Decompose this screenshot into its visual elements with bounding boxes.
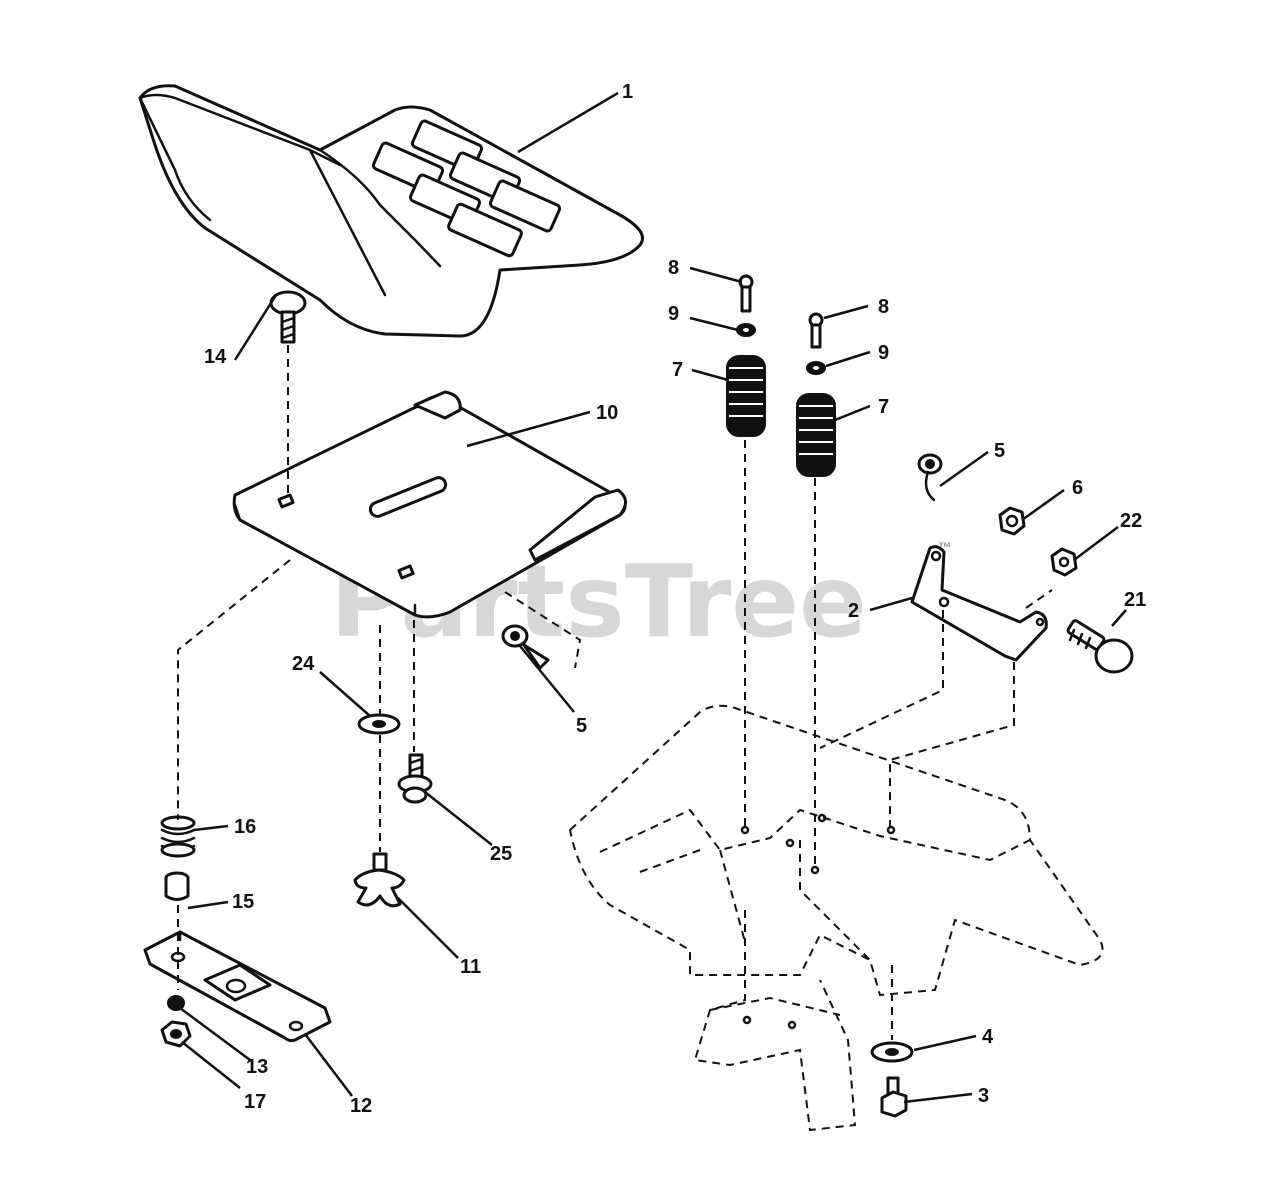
callout-11: 11: [460, 956, 481, 978]
callout-7-right: 7: [878, 396, 889, 418]
callout-3: 3: [978, 1085, 989, 1107]
spring-bolt-left[interactable]: [738, 274, 754, 313]
callout-13: 13: [246, 1056, 268, 1078]
callout-12: 12: [350, 1095, 372, 1117]
pivot-bracket[interactable]: [910, 545, 1048, 662]
callout-9-right: 9: [878, 342, 889, 364]
carriage-bolt[interactable]: [269, 290, 307, 344]
hex-nut[interactable]: [998, 506, 1026, 536]
callout-14: 14: [204, 346, 227, 368]
callout-22: 22: [1120, 510, 1142, 532]
seat-cushion-pads: [371, 119, 562, 258]
callout-8-right: 8: [878, 296, 889, 318]
frame-washer[interactable]: [870, 1041, 914, 1063]
washer-left[interactable]: [736, 323, 756, 337]
callout-5-upper: 5: [994, 440, 1005, 462]
callout-9-left: 9: [668, 303, 679, 325]
callout-25: 25: [490, 843, 512, 865]
tractor-frame-reference: [568, 704, 1104, 1132]
seat-pan[interactable]: [232, 390, 627, 619]
callout-6: 6: [1072, 477, 1083, 499]
seat-adjust-knob[interactable]: [353, 852, 406, 908]
flange-nut[interactable]: [160, 1020, 192, 1048]
lock-nut[interactable]: [1050, 547, 1078, 577]
callout-21: 21: [1124, 589, 1146, 611]
callout-24: 24: [292, 653, 315, 675]
hairpin-clip-lower[interactable]: [501, 624, 550, 670]
callout-8-left: 8: [668, 257, 679, 279]
shoulder-bolt[interactable]: [397, 753, 433, 804]
spacer-bushing[interactable]: [164, 871, 190, 901]
washer-right[interactable]: [806, 361, 826, 375]
callout-1: 1: [622, 81, 633, 103]
seat-slide-rail[interactable]: [143, 930, 332, 1043]
compression-spring[interactable]: [160, 815, 196, 858]
spring-bolt-right[interactable]: [808, 312, 824, 349]
callouts: 1 14 10 8 9 7 8 9 7 5 6 22 2 21 5 24 25 …: [204, 81, 1146, 1117]
callout-15: 15: [232, 891, 254, 913]
assembly-lines: [177, 345, 1053, 1040]
callout-16: 16: [234, 816, 256, 838]
callout-4: 4: [982, 1026, 994, 1048]
hex-bolt[interactable]: [880, 1076, 908, 1118]
hex-nut-small[interactable]: [167, 995, 185, 1011]
seat-spring-left[interactable]: [726, 355, 766, 437]
adjustment-knob-bolt[interactable]: [1066, 619, 1134, 674]
callout-7-left: 7: [672, 359, 683, 381]
leader-lines: [179, 91, 1127, 1104]
seat[interactable]: [138, 84, 644, 338]
callout-5-lower: 5: [576, 715, 587, 737]
callout-2: 2: [848, 600, 859, 622]
callout-10: 10: [596, 402, 618, 424]
hairpin-clip-upper[interactable]: [917, 453, 943, 502]
callout-17: 17: [244, 1091, 266, 1113]
seat-spring-right[interactable]: [796, 393, 836, 477]
flat-washer[interactable]: [357, 713, 401, 735]
